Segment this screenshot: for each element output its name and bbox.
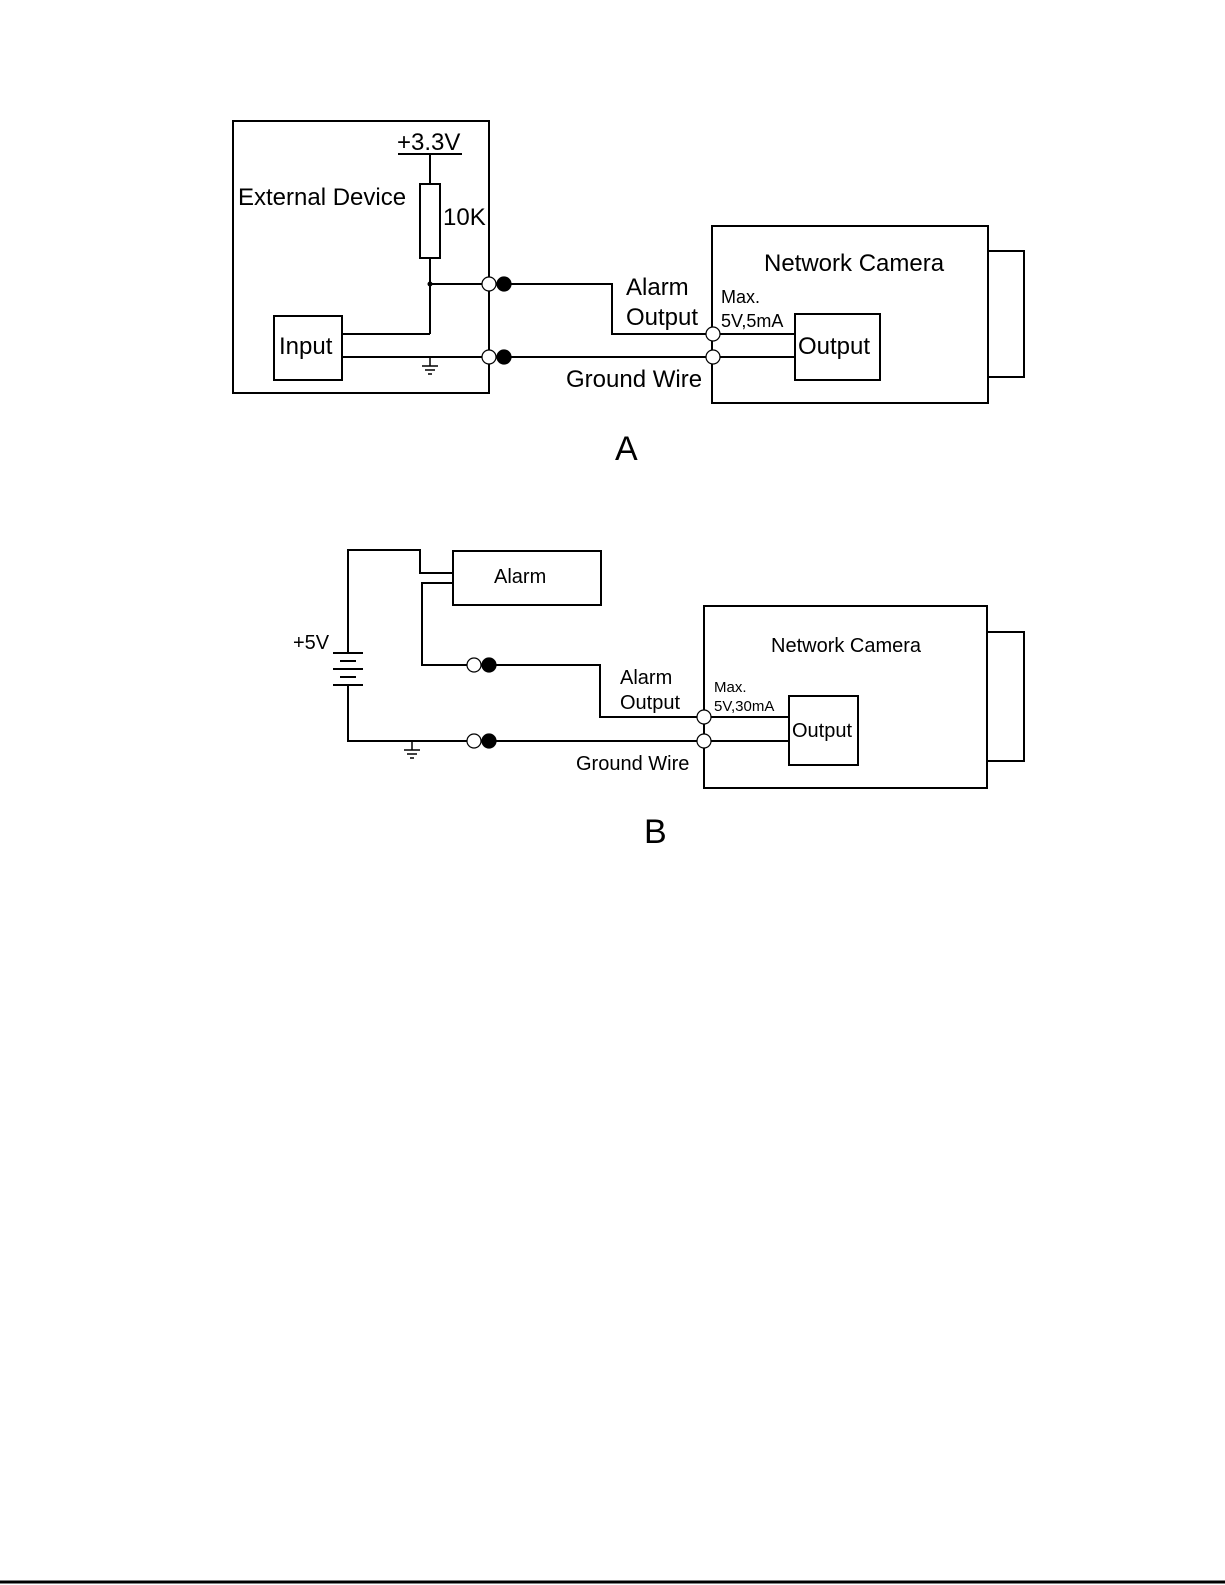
ground-wire-label: Ground Wire	[566, 366, 702, 393]
battery-positive-wire	[348, 550, 453, 653]
terminal-filled-icon	[497, 277, 511, 291]
camera-terminal-icon	[706, 350, 720, 364]
resistor-10k	[420, 184, 440, 258]
network-camera-label: Network Camera	[764, 250, 945, 277]
input-label: Input	[279, 333, 333, 360]
terminal-open-icon	[467, 658, 481, 672]
output-label: Output	[792, 720, 852, 742]
terminal-filled-icon	[482, 734, 496, 748]
battery-negative-wire	[348, 685, 467, 741]
terminal-filled-icon	[497, 350, 511, 364]
max-rating-label-1: Max.	[714, 679, 747, 696]
alarm-output-label-2: Output	[626, 304, 698, 331]
external-device-box	[233, 121, 489, 393]
camera-lens-housing	[988, 251, 1024, 377]
max-rating-label-1: Max.	[721, 287, 760, 307]
network-camera-label: Network Camera	[771, 635, 922, 657]
output-label: Output	[798, 333, 870, 360]
alarm-label: Alarm	[494, 566, 546, 588]
max-rating-label-2: 5V,30mA	[714, 698, 774, 715]
camera-lens-housing	[987, 632, 1024, 761]
resistor-label: 10K	[443, 204, 486, 231]
terminal-open-icon	[482, 277, 496, 291]
battery-icon	[333, 653, 363, 685]
caption-a: A	[615, 430, 638, 468]
terminal-filled-icon	[482, 658, 496, 672]
alarm-output-label-2: Output	[620, 692, 680, 714]
external-device-label: External Device	[238, 184, 406, 211]
terminal-open-icon	[482, 350, 496, 364]
alarm-output-label-1: Alarm	[626, 274, 689, 301]
caption-b: B	[644, 813, 667, 851]
terminal-open-icon	[467, 734, 481, 748]
max-rating-label-2: 5V,5mA	[721, 311, 783, 331]
alarm-output-label-1: Alarm	[620, 667, 672, 689]
diagram-b: +5V Alarm Alarm Output Ground Wire	[293, 550, 1024, 851]
camera-terminal-icon	[706, 327, 720, 341]
diagram-a: External Device +3.3V 10K Input Alarm Ou…	[233, 121, 1024, 468]
supply-label: +5V	[293, 632, 330, 654]
ground-wire-label: Ground Wire	[576, 753, 689, 775]
camera-terminal-icon	[697, 710, 711, 724]
supply-label: +3.3V	[397, 129, 460, 156]
camera-terminal-icon	[697, 734, 711, 748]
